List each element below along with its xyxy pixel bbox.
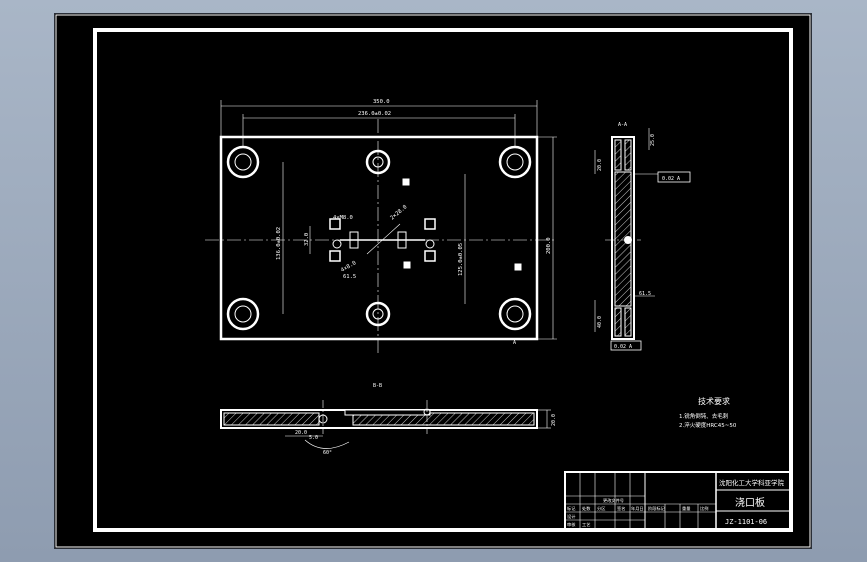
dim-small-note: 4×M8.0 — [333, 215, 353, 221]
bottom-dim-labels: B-B 20.0 20.0 5.0 60° — [295, 383, 557, 456]
tb-cell-6: 年月日 — [631, 505, 644, 512]
side-dim-v1: 25.0 — [650, 134, 656, 146]
plate-outline — [219, 135, 539, 341]
section-dim-small-1: 20.0 — [295, 430, 307, 436]
dim-overall-height: 200.0 — [546, 237, 552, 254]
dim-bottom-small2: 4×8.0 — [340, 260, 357, 273]
bottom-section — [220, 400, 551, 449]
side-bot-v: 40.0 — [597, 316, 603, 328]
tech-title: 技术要求 — [698, 396, 730, 406]
tb-cell-5: 签名 — [617, 505, 625, 512]
tb-cell-11: 重量 — [682, 505, 690, 512]
plan-dim-labels: 350.0 236.0±0.02 200.0 136.0±0.02 125.0±… — [276, 99, 552, 280]
inner-frame — [93, 28, 793, 532]
tb-cell-12: 比例 — [700, 505, 708, 512]
mid-hole-top — [365, 149, 391, 175]
tb-school: 沈阳化工大学科亚学院 — [719, 478, 785, 487]
engineering-drawing: 350.0 236.0±0.02 200.0 136.0±0.02 125.0±… — [55, 14, 811, 548]
tech-item-1: 1.锐角倒钝、去毛刺 — [679, 412, 729, 420]
side-top-label: A-A — [618, 122, 627, 128]
section-label: B-B — [373, 383, 382, 389]
side-mid-dim: 61.5 — [639, 291, 651, 297]
corner-hole-tl — [226, 145, 260, 179]
tb-cell-4: 更改文件号 — [603, 497, 624, 504]
section-angle: 60° — [323, 450, 332, 456]
dim-small-left: 32.0 — [304, 233, 310, 246]
side-callout-1: 0.02 A — [662, 176, 680, 182]
tb-cell-10: 阶段标记 — [648, 505, 666, 512]
side-dim-labels: A-A 25.0 20.0 0.02 A 61.5 40.0 0.02 A A — [513, 122, 680, 350]
title-block-text: 沈阳化工大学科亚学院 浇口板 JZ-1101-06 标记 处数 分区 更改文件号… — [567, 478, 785, 528]
tb-cell-7: 设计 — [567, 513, 575, 520]
side-bot-callout: 0.02 A — [614, 344, 632, 350]
dim-overall-width: 350.0 — [373, 99, 390, 105]
side-view — [594, 128, 691, 351]
side-datum: A — [513, 340, 516, 346]
drawing-sheet: 350.0 236.0±0.02 200.0 136.0±0.02 125.0±… — [55, 14, 811, 548]
plan-view — [205, 100, 557, 354]
corner-hole-bl — [226, 297, 260, 331]
section-dim-small-2: 5.0 — [309, 435, 318, 441]
tb-cell-8: 审核 — [567, 521, 576, 528]
tb-drawing-no: JZ-1101-06 — [725, 518, 767, 526]
tb-part-name: 浇口板 — [735, 496, 765, 509]
title-block — [564, 471, 792, 531]
dim-bottom-small: 61.5 — [343, 274, 356, 280]
corner-hole-tr — [498, 145, 532, 179]
tb-cell-9: 工艺 — [582, 522, 590, 527]
tb-cell-3: 分区 — [597, 505, 605, 512]
corner-hole-br — [498, 297, 532, 331]
mid-hole-bottom — [365, 301, 391, 327]
outer-frame — [55, 14, 811, 548]
tech-item-2: 2.淬火硬度HRC45~50 — [679, 421, 737, 429]
dim-hole-spacing: 236.0±0.02 — [358, 111, 391, 117]
dim-left-vertical: 136.0±0.02 — [276, 227, 282, 260]
tb-cell-2: 处数 — [582, 505, 591, 512]
dim-right-vertical: 125.0±0.05 — [458, 243, 464, 276]
dim-diag-note: 2×28.0 — [389, 204, 408, 221]
tb-cell-1: 标记 — [567, 505, 576, 512]
side-dim-v2: 20.0 — [597, 159, 603, 171]
tech-requirements: 技术要求 1.锐角倒钝、去毛刺 2.淬火硬度HRC45~50 — [679, 396, 737, 429]
section-thickness: 20.0 — [551, 414, 557, 426]
